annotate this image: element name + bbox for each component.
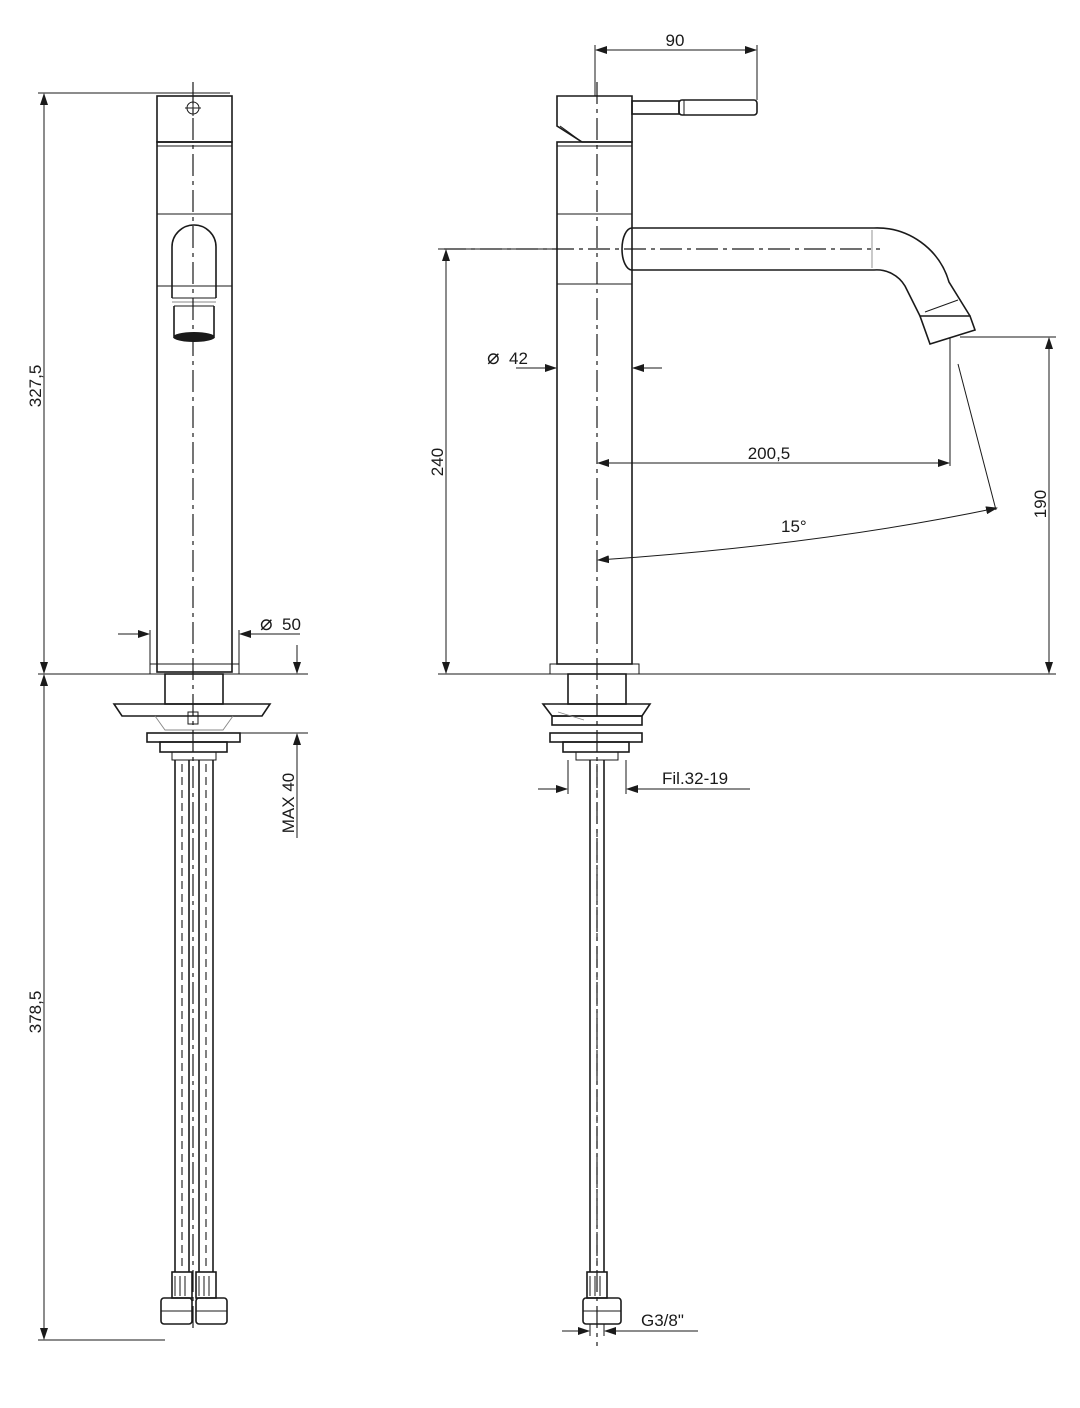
- side-view: [444, 82, 977, 1346]
- swivel-angle-arc: [597, 506, 998, 564]
- hose-length-label: 378,5: [26, 991, 45, 1034]
- front-shank: [164, 673, 224, 705]
- front-handle-block: [156, 95, 233, 143]
- outlet-height-label: 190: [1031, 490, 1050, 518]
- thread-shank-label: Fil.32-19: [662, 769, 728, 788]
- max-deck-label: MAX 40: [279, 773, 298, 833]
- overall-height-label: 327,5: [26, 365, 45, 408]
- front-view: [112, 82, 272, 1330]
- side-aerator: [918, 315, 977, 345]
- side-hose: [582, 760, 622, 1325]
- side-nut: [562, 741, 630, 753]
- front-deck-plate: [112, 703, 272, 717]
- side-washer: [549, 732, 643, 743]
- front-hoses: [160, 760, 228, 1325]
- side-dimensions: 90 240 ⌀ 42 200,5 15° 190 Fil.32-19: [428, 31, 1056, 1336]
- side-body: [556, 141, 633, 665]
- base-diameter-symbol: ⌀: [260, 612, 273, 635]
- hose-connection-label: G3/8": [641, 1311, 684, 1330]
- base-diameter-label: 50: [282, 615, 301, 634]
- front-dimensions: 327,5 378,5 ⌀ 50 MAX 40: [26, 92, 308, 1341]
- side-lever: [631, 100, 680, 115]
- body-diameter-label: 42: [509, 349, 528, 368]
- body-diameter-symbol: ⌀: [487, 346, 500, 369]
- front-body: [156, 141, 233, 673]
- swivel-angle-label: 15°: [781, 517, 807, 536]
- front-spout: [171, 224, 217, 298]
- spout-reach-label: 200,5: [748, 444, 791, 463]
- front-aerator: [173, 332, 215, 342]
- side-handle-block: [556, 95, 633, 143]
- side-spout: [621, 227, 977, 345]
- spout-height-label: 240: [428, 448, 447, 476]
- handle-length-label: 90: [666, 31, 685, 50]
